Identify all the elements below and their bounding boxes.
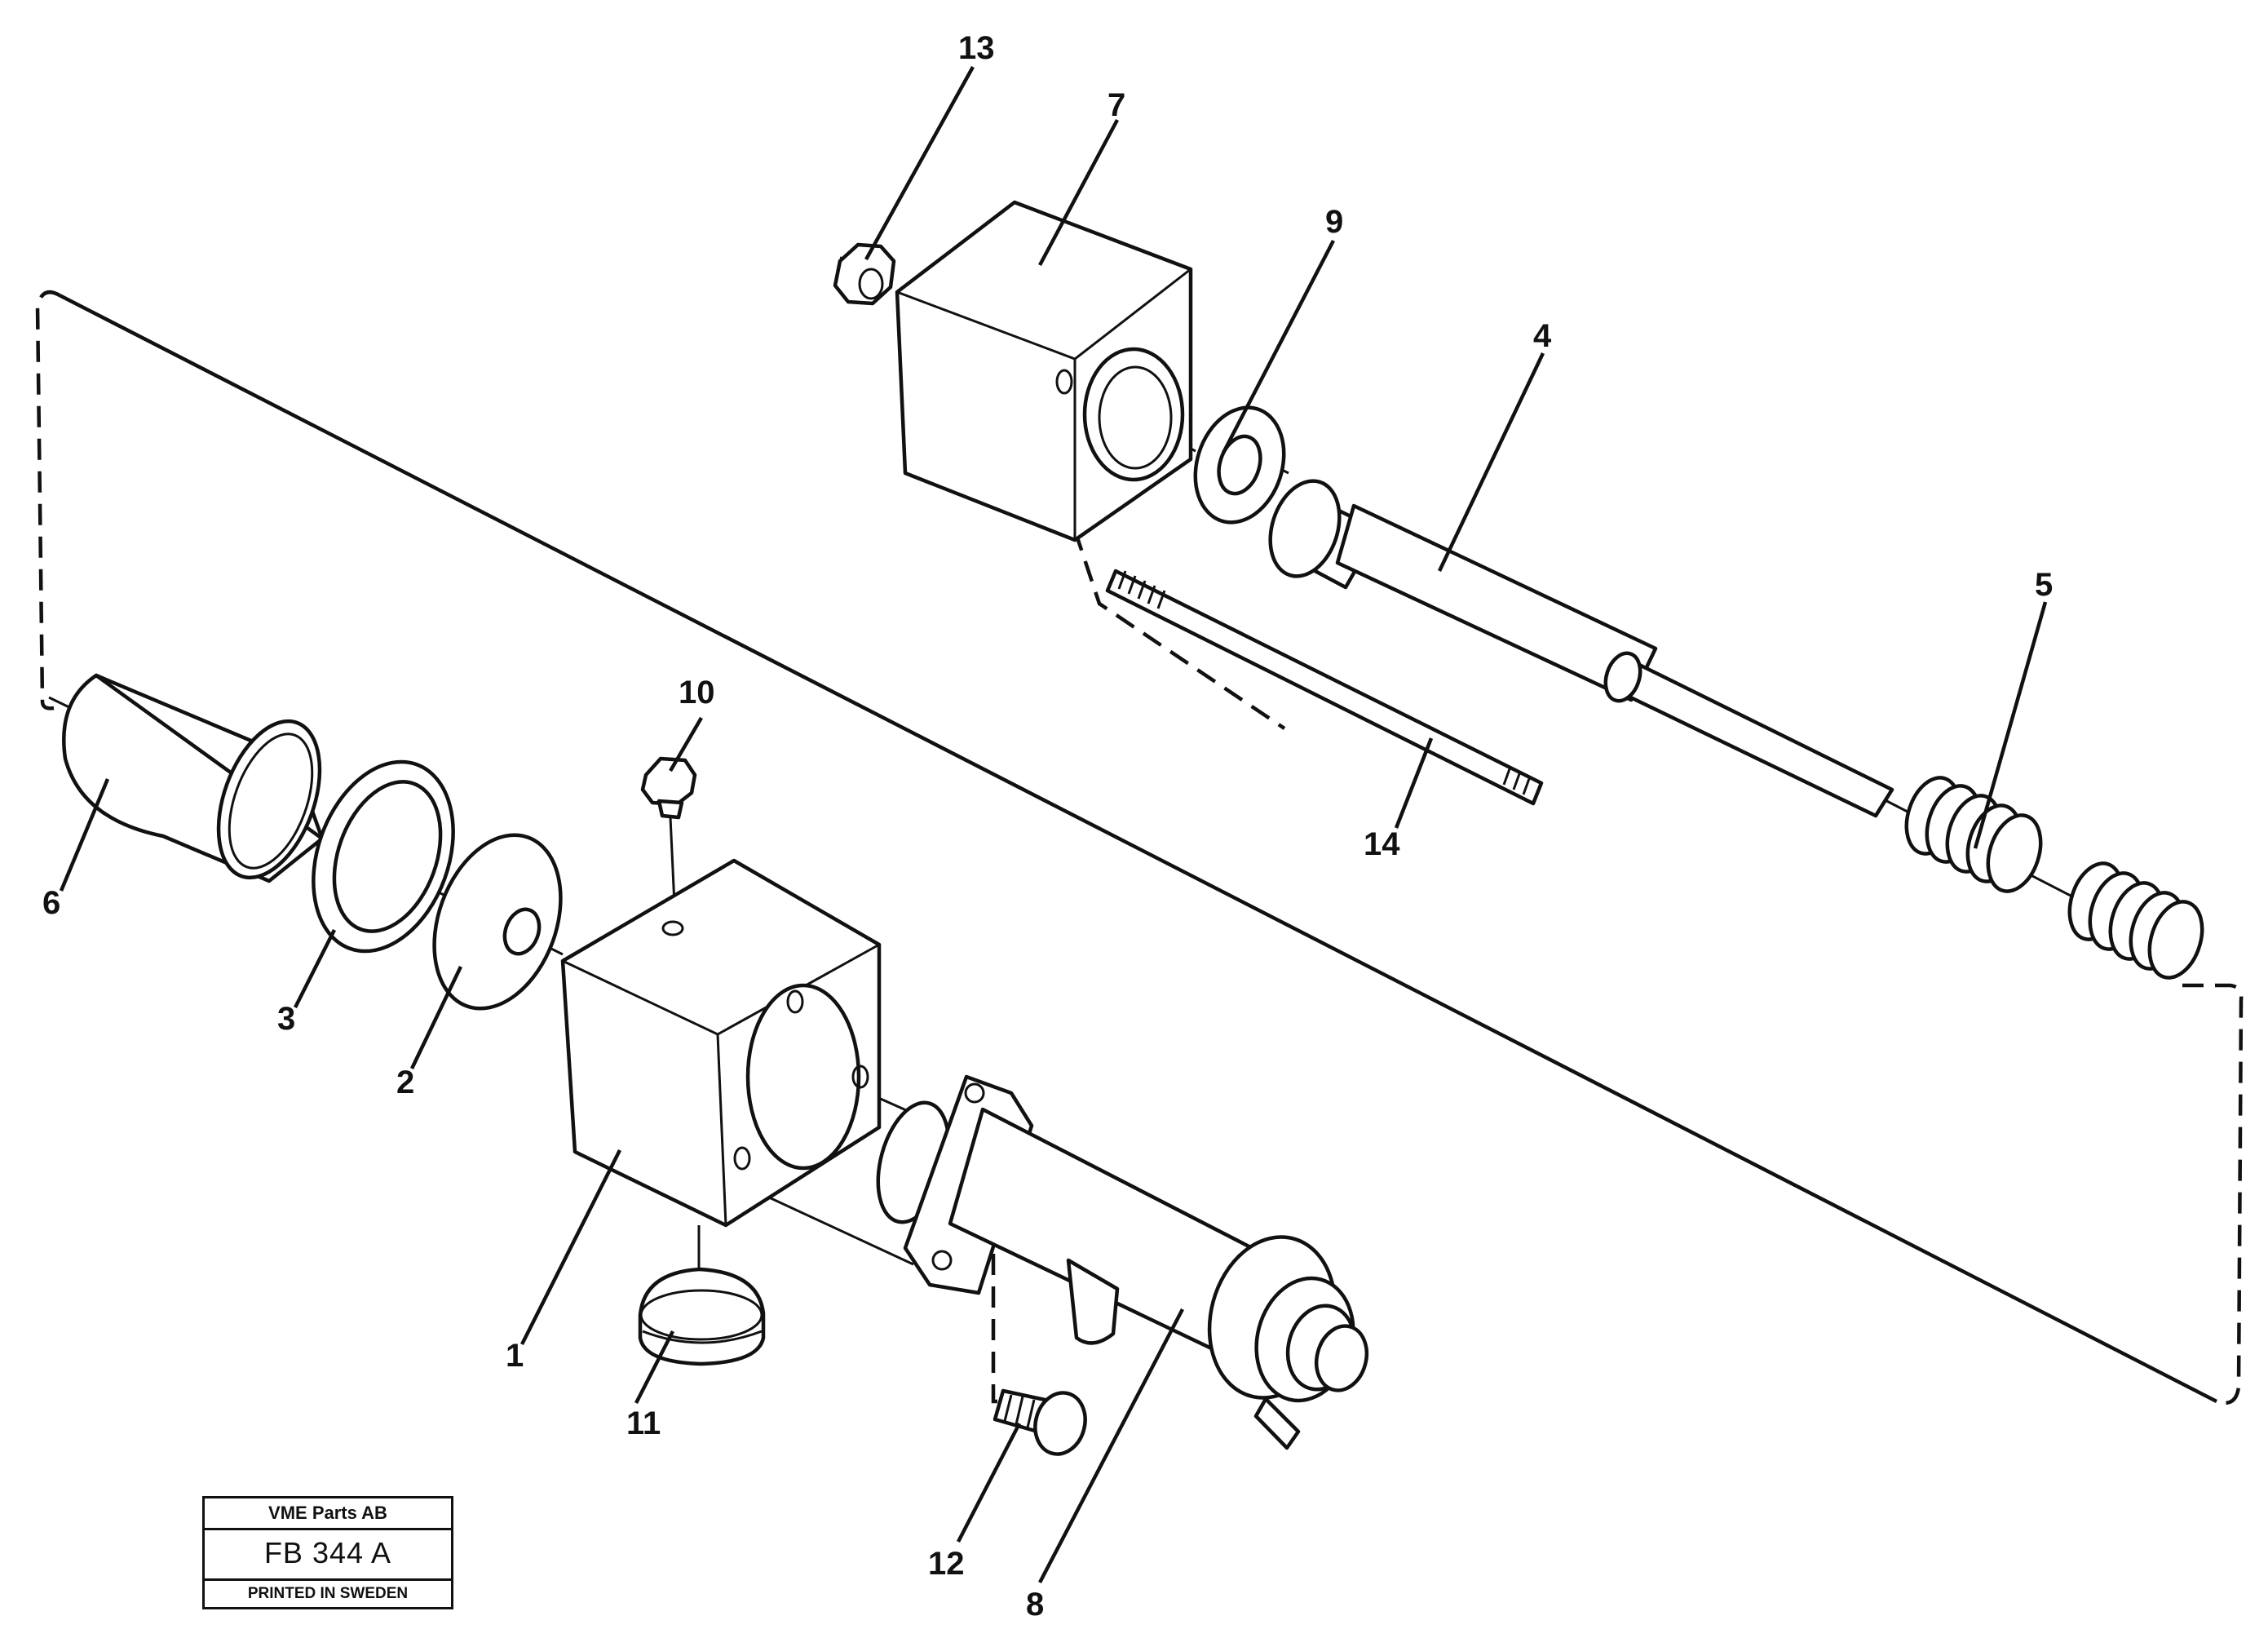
callout-3: 3: [277, 1001, 295, 1037]
part-1-cylinder-block: [560, 858, 882, 1228]
callout-7: 7: [1107, 87, 1125, 123]
callout-11: 11: [626, 1405, 661, 1441]
company-name: VME Parts AB: [205, 1498, 451, 1530]
part-4-piston-rod: [1268, 479, 1894, 818]
part-13-nut: [833, 242, 896, 306]
title-block: VME Parts AB FB 344 A PRINTED IN SWEDEN: [202, 1496, 453, 1609]
part-14-stud: [1105, 569, 1544, 806]
callout-6: 6: [42, 885, 60, 921]
part-2-washer: [432, 833, 563, 1011]
callout-14: 14: [1364, 826, 1400, 862]
part-3-ring: [312, 759, 455, 954]
part-6-sleeve: [62, 673, 325, 883]
callout-numbers: 13 7 9 4 5 14 10 6 3 2 1 11 12 8: [42, 30, 2053, 1622]
part-9-seal: [1193, 405, 1286, 525]
leader-lines: [59, 65, 2048, 1584]
part-12-cap-screw: [993, 1388, 1087, 1456]
callout-8: 8: [1026, 1587, 1044, 1622]
callout-5: 5: [2035, 567, 2053, 603]
printed-note: PRINTED IN SWEDEN: [247, 1585, 409, 1602]
part-5-spring: [1904, 776, 2204, 980]
callout-13: 13: [958, 30, 995, 66]
callout-4: 4: [1533, 318, 1552, 354]
part-8-cylinder: [876, 1074, 1369, 1450]
callout-2: 2: [396, 1065, 414, 1100]
callout-12: 12: [928, 1546, 965, 1582]
figure-code: FB 344 A: [205, 1528, 451, 1581]
callout-9: 9: [1325, 204, 1343, 240]
part-11-plug: [638, 1225, 766, 1366]
callout-1: 1: [506, 1338, 524, 1374]
part-7-valve-block: [895, 200, 1193, 542]
callout-10: 10: [679, 675, 715, 710]
